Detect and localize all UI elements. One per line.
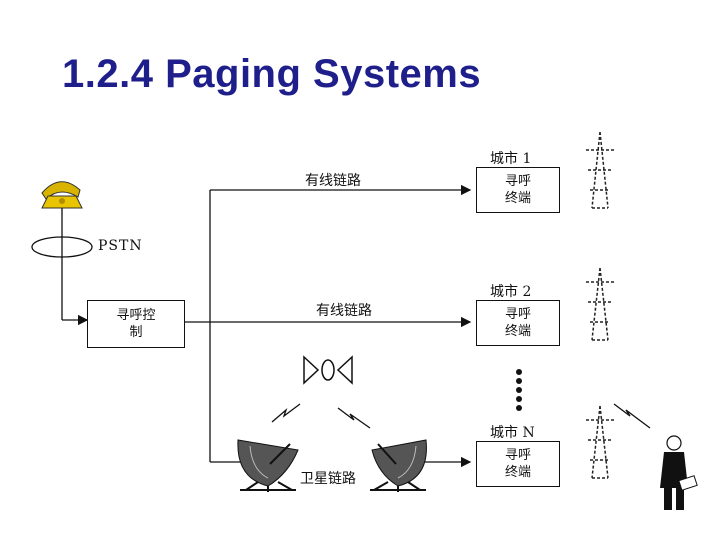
paging-control-box: 寻呼控 制: [87, 300, 185, 348]
satellite-icon: [303, 355, 353, 385]
transmitter-tower-icon: [586, 267, 614, 341]
terminal-line2: 终端: [504, 191, 531, 206]
wired-link-2-label: 有线链路: [316, 303, 372, 319]
dish-antenna-icon: [237, 439, 299, 492]
terminal-line1: 寻呼: [504, 448, 531, 463]
city-label: 城市 1: [490, 151, 532, 167]
person-pager-icon: [660, 435, 698, 510]
city-label: 城市 N: [490, 425, 535, 441]
control-box-line1: 寻呼控: [116, 308, 156, 323]
telephone-icon: [41, 181, 83, 209]
terminal-line1: 寻呼: [504, 307, 531, 322]
satellite-link-label: 卫星链路: [300, 471, 356, 487]
terminal-line2: 终端: [504, 324, 531, 339]
dish-antenna-icon: [370, 439, 427, 492]
transmitter-tower-icon: [586, 131, 614, 209]
paging-terminal-box: 寻呼 终端: [476, 300, 560, 346]
city-label: 城市 2: [490, 284, 532, 300]
control-box-line2: 制: [129, 325, 143, 340]
wired-link-1-label: 有线链路: [305, 173, 361, 189]
pstn-ellipse: [31, 236, 93, 258]
transmitter-tower-icon: [586, 405, 614, 479]
downlink-signal-icon: [337, 407, 371, 429]
uplink-signal-icon: [271, 403, 301, 423]
paging-terminal-box: 寻呼 终端: [476, 167, 560, 213]
more-cities-dots: [516, 369, 522, 411]
terminal-line2: 终端: [504, 465, 531, 480]
pager-signal-icon: [613, 403, 651, 429]
pstn-label: PSTN: [98, 238, 143, 254]
page-title: 1.2.4 Paging Systems: [62, 52, 482, 96]
paging-terminal-box: 寻呼 终端: [476, 441, 560, 487]
terminal-line1: 寻呼: [504, 174, 531, 189]
